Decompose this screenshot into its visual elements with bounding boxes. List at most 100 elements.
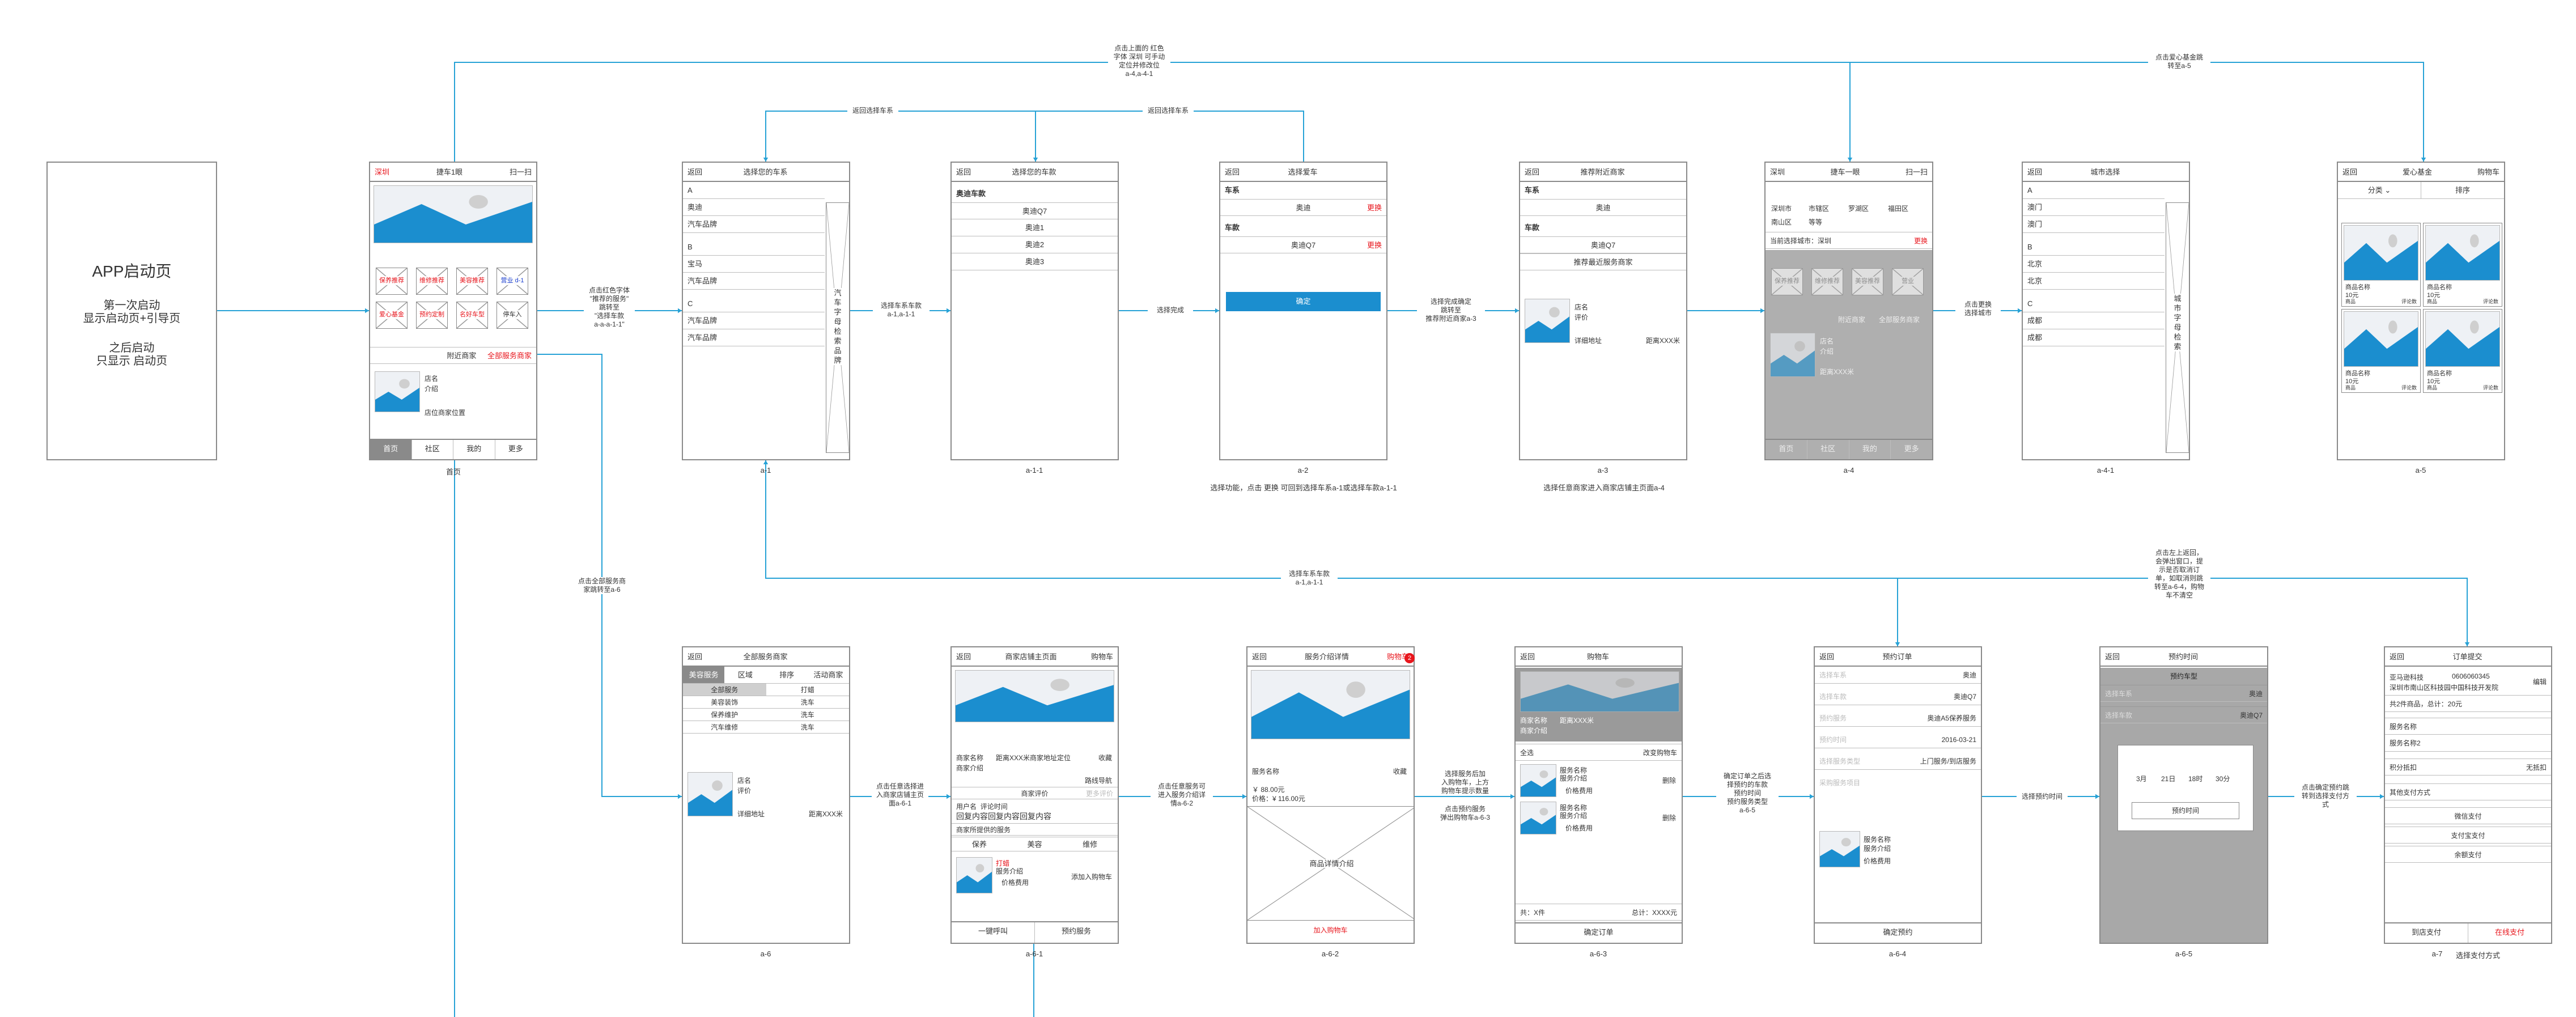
add-to-cart-button[interactable]: 添加入购物车 [1071, 873, 1112, 881]
list-item[interactable]: 奥迪 [683, 199, 825, 216]
favorite-button[interactable]: 收藏 [1393, 768, 1407, 776]
cat-beauty[interactable]: 美容推荐 [456, 268, 488, 295]
book-service-button[interactable]: 预约服务 [1061, 927, 1091, 935]
list-item[interactable]: 宝马 [683, 256, 825, 273]
list-item[interactable]: 汽车品牌 [683, 216, 825, 233]
home-banner[interactable] [374, 185, 533, 243]
favorite-button[interactable]: 收藏 [1098, 754, 1112, 762]
cat-business[interactable]: 营业 d-1 [496, 268, 528, 295]
order-field[interactable]: 预约服务奥迪A5保养服务 [1815, 710, 1981, 727]
filter-promo[interactable]: 活动商家 [813, 671, 843, 679]
picker-day[interactable]: 21日 [2161, 775, 2176, 783]
change-series-button[interactable]: 更换 [1366, 204, 1382, 212]
list-item[interactable]: 澳门 [2023, 216, 2165, 233]
back-button[interactable]: 返回 [688, 652, 703, 661]
pay-balance[interactable]: 余额支付 [2385, 846, 2551, 863]
route-nav-button[interactable]: 路线导航 [1084, 777, 1112, 785]
back-button[interactable]: 返回 [1525, 168, 1540, 176]
list-item[interactable]: 北京 [2023, 256, 2165, 273]
product-card[interactable]: 商品名称 10元 商品 评论数 [2341, 309, 2421, 393]
order-field[interactable]: 选择服务类型上门服务/到店服务 [1815, 753, 1981, 770]
scan-button[interactable]: 扫一扫 [509, 168, 532, 176]
service-name[interactable]: 打蜡 [996, 859, 1010, 867]
product-card[interactable]: 商品名称 10元 商品 评论数 [2423, 309, 2502, 393]
order-field[interactable]: 选择车款奥迪Q7 [1815, 688, 1981, 705]
city-option[interactable]: 深圳市 [1771, 205, 1792, 213]
cart-item-delete[interactable]: 删除 [1662, 777, 1676, 785]
model-row[interactable]: 奥迪1 [952, 219, 1118, 236]
picker-minute[interactable]: 30分 [2216, 775, 2230, 783]
back-button[interactable]: 返回 [688, 168, 703, 176]
service-category-row[interactable]: 美容装饰洗车 [683, 696, 849, 709]
tab-community[interactable]: 社区 [412, 440, 453, 459]
product-card[interactable]: 商品名称 10元 商品 评论数 [2423, 223, 2502, 307]
change-model-button[interactable]: 更换 [1366, 241, 1382, 249]
cat-car-models[interactable]: 名好车型 [456, 302, 488, 329]
city-selector[interactable]: 深圳 [1770, 168, 1785, 176]
tab-repair[interactable]: 维修 [1083, 840, 1098, 849]
tab-beauty[interactable]: 美容 [1027, 840, 1042, 849]
tab-more[interactable]: 更多 [508, 444, 523, 453]
select-all-checkbox[interactable]: 全选 [1520, 749, 1534, 757]
alphabet-index-bar[interactable]: 汽车字母检索品牌 [826, 202, 849, 453]
points-deduction[interactable]: 积分抵扣无抵扣 [2385, 758, 2551, 776]
alphabet-index-bar[interactable]: 城市字母检索 [2166, 202, 2189, 453]
city-option[interactable]: 福田区 [1888, 205, 1909, 213]
cart-button[interactable]: 购物车 [2477, 168, 2499, 176]
back-button[interactable]: 返回 [1520, 652, 1535, 661]
back-button[interactable]: 返回 [1252, 652, 1267, 661]
picker-month[interactable]: 3月 [2136, 775, 2147, 783]
list-item[interactable]: 汽车品牌 [683, 329, 825, 346]
cat-charity-fund[interactable]: 爱心基金 [376, 302, 408, 329]
cart-button[interactable]: 购物车 [1090, 652, 1113, 661]
confirm-button[interactable]: 确定 [1226, 292, 1381, 311]
model-row[interactable]: 奥迪2 [952, 236, 1118, 253]
list-item[interactable]: 汽车品牌 [683, 312, 825, 329]
category-dropdown[interactable]: 分类 ⌄ [2338, 182, 2421, 198]
confirm-time-button[interactable]: 预约时间 [2132, 802, 2239, 819]
shop-name[interactable]: 店名 [1575, 303, 1589, 311]
cart-button[interactable]: 购物车 [1386, 652, 1409, 661]
tab-home[interactable]: 首页 [370, 440, 412, 459]
filter-service[interactable]: 美容服务 [683, 667, 725, 683]
model-row[interactable]: 奥迪Q7 [952, 202, 1118, 219]
tab-mine[interactable]: 我的 [453, 440, 495, 459]
nearby-merchants-tab[interactable]: 附近商家 [447, 351, 477, 360]
cat-parking[interactable]: 停车入 [496, 302, 528, 329]
pay-wechat[interactable]: 微信支付 [2385, 807, 2551, 824]
edit-button[interactable]: 编辑 [2532, 678, 2547, 686]
scan-button[interactable]: 扫一扫 [1905, 168, 1928, 176]
back-button[interactable]: 返回 [2105, 652, 2120, 661]
filter-sort[interactable]: 排序 [779, 671, 795, 679]
cart-item-delete[interactable]: 删除 [1662, 814, 1676, 822]
city-option[interactable]: 罗湖区 [1848, 205, 1869, 213]
cat-booking[interactable]: 预约定制 [416, 302, 448, 329]
cat-maintenance[interactable]: 保养推荐 [376, 268, 408, 295]
back-button[interactable]: 返回 [956, 168, 971, 176]
more-reviews-link[interactable]: 更多评价 [1085, 790, 1113, 798]
filter-area[interactable]: 区域 [737, 671, 753, 679]
back-button[interactable]: 返回 [2342, 168, 2358, 176]
pay-in-store-button[interactable]: 到店支付 [2385, 923, 2468, 943]
product-card[interactable]: 商品名称 10元 商品 评论数 [2341, 223, 2421, 307]
city-option[interactable]: 市辖区 [1809, 205, 1830, 213]
tab-maintenance[interactable]: 保养 [971, 840, 987, 849]
confirm-order-button[interactable]: 确定订单 [1584, 928, 1614, 937]
list-item[interactable]: 成都 [2023, 312, 2165, 329]
shop-name[interactable]: 店名 [737, 777, 752, 785]
sort-button[interactable]: 排序 [2455, 186, 2470, 194]
back-button[interactable]: 返回 [1819, 652, 1835, 661]
list-item[interactable]: 成都 [2023, 329, 2165, 346]
call-button[interactable]: 一键呼叫 [952, 922, 1035, 943]
list-item[interactable]: 汽车品牌 [683, 273, 825, 290]
pay-online-button[interactable]: 在线支付 [2494, 928, 2524, 937]
order-field[interactable]: 选择车系奥迪 [1815, 667, 1981, 684]
back-button[interactable]: 返回 [1225, 168, 1240, 176]
back-button[interactable]: 返回 [2390, 652, 2405, 661]
edit-cart-button[interactable]: 改变购物车 [1643, 749, 1677, 757]
change-city-button[interactable]: 更换 [1913, 237, 1928, 245]
pay-alipay[interactable]: 支付宝支付 [2385, 827, 2551, 844]
confirm-booking-button[interactable]: 确定预约 [1883, 928, 1913, 937]
city-option[interactable]: 南山区 [1771, 218, 1792, 226]
